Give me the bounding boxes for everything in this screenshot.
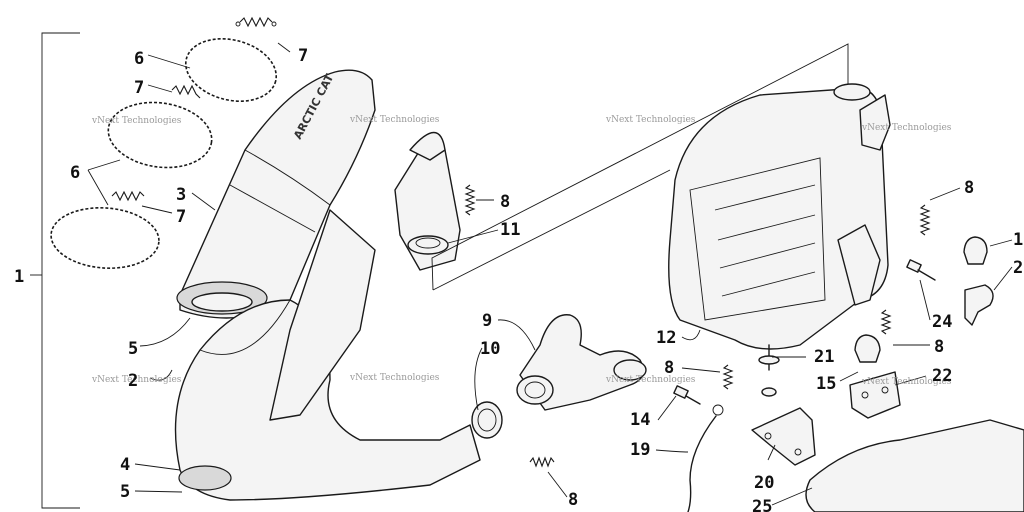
bolt-center [673,385,701,405]
callout-9: 9 [482,311,492,331]
callout-1-right: 1 [1013,230,1023,250]
callout-8: 8 [964,178,974,198]
callout-14: 14 [630,410,650,430]
callout-8: 8 [934,337,944,357]
spring-8-box-side [919,204,931,236]
spring-middle [171,84,201,99]
y-pipe-manifold [516,314,647,411]
watermark-text: vNext Technologies [605,375,696,385]
callout-21: 21 [814,347,834,367]
callout-labels: 1 2 3 4 5 5 6 6 7 7 7 8 8 8 8 8 9 10 11 … [14,46,1023,512]
spring-8-top-pipe [464,184,476,216]
callout-6: 6 [70,163,80,183]
callout-2: 2 [128,371,138,391]
mount-bracket-center [751,407,816,466]
grommet-seal [407,235,449,255]
watermark-text: vNext Technologies [91,116,182,126]
callout-22: 22 [932,366,952,386]
washer [758,344,780,397]
callout-5: 5 [128,339,138,359]
exploded-view-frame [431,43,849,291]
callout-8: 8 [664,358,674,378]
callout-10: 10 [480,339,500,359]
resonator-box [668,83,891,350]
bolt-right [906,259,936,281]
spring-top [235,16,277,28]
callout-3: 3 [176,185,186,205]
callout-19: 19 [630,440,650,460]
callout-15: 15 [816,374,836,394]
callout-20: 20 [754,473,774,493]
expansion-chamber [174,132,481,501]
callout-11: 11 [500,220,520,240]
watermark-text: vNext Technologies [861,123,952,133]
spring-8-center [722,364,734,390]
callout-1: 1 [14,267,24,287]
watermark-text: vNext Technologies [861,377,952,387]
leader-lines [87,42,1013,506]
mount-bracket-lower [849,371,901,419]
callout-6: 6 [134,49,144,69]
watermark-text: vNext Technologies [349,115,440,125]
rubber-bumper-right [963,236,988,265]
callout-8: 8 [500,192,510,212]
manifold-gasket [471,401,503,439]
callout-12: 12 [656,328,676,348]
watermark-text: vNext Technologies [605,115,696,125]
watermark-text: vNext Technologies [91,375,182,385]
callout-4: 4 [120,455,130,475]
callout-24: 24 [932,312,952,332]
clip-bracket-right [964,284,994,326]
chain-clamp-ring-bottom [50,207,160,269]
callout-25: 25 [752,497,772,512]
assembly-bracket [30,32,80,509]
callout-5: 5 [120,482,130,502]
chain-clamp-ring-middle [107,101,213,169]
spring-8-lower [529,456,555,468]
callout-7: 7 [134,78,144,98]
callout-8: 8 [568,490,578,510]
chain-clamp-ring-top [184,38,278,102]
watermarks: vNext Technologies vNext Technologies vN… [91,115,952,387]
spring-8-box-lower [880,309,892,335]
cable [687,404,724,512]
watermark-text: vNext Technologies [349,373,440,383]
callout-7: 7 [176,207,186,227]
callout-7: 7 [298,46,308,66]
rubber-bumper-mount [854,334,881,363]
lower-panel [805,419,1024,512]
spring-bottom [111,190,145,202]
callout-2-right: 2 [1013,258,1023,278]
